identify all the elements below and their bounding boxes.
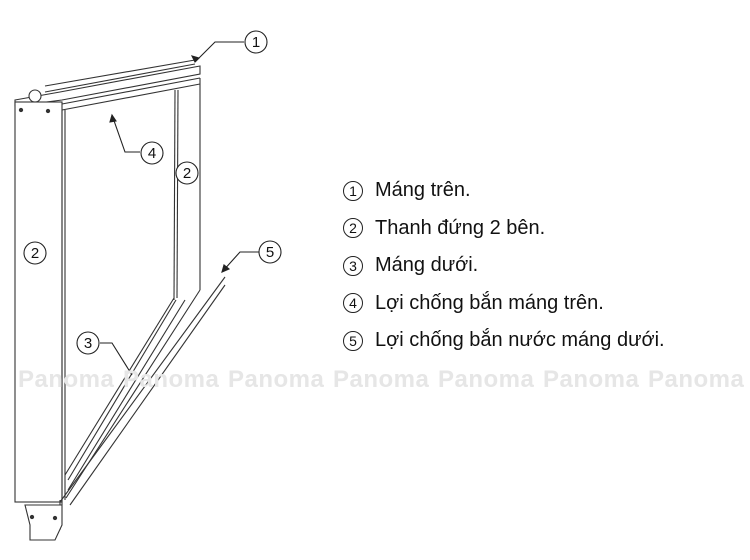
callouts	[23, 30, 282, 355]
legend-label: Lợi chống bắn máng trên.	[375, 291, 604, 314]
callout-label: 2	[183, 165, 191, 182]
callout-5	[258, 240, 282, 264]
callout-label: 1	[252, 34, 260, 51]
legend-label: Lợi chống bắn nước máng dưới.	[375, 329, 665, 352]
legend-item: 2 Thanh đứng 2 bên.	[343, 210, 665, 248]
callout-2	[23, 241, 47, 265]
legend-label: Thanh đứng 2 bên.	[375, 216, 546, 239]
legend-number: 1	[343, 180, 363, 201]
legend-item: 5 Lợi chống bắn nước máng dưới.	[343, 322, 665, 360]
callout-3	[76, 331, 100, 355]
legend-number: 3	[343, 255, 363, 276]
callout-2	[175, 161, 199, 185]
right-post	[173, 78, 201, 301]
callout-label: 2	[31, 245, 39, 262]
legend-number: 4	[343, 293, 363, 314]
bottom-gutter	[24, 276, 226, 541]
callout-1	[244, 30, 268, 54]
callout-label: 3	[84, 335, 92, 352]
legend-number: 2	[343, 218, 363, 239]
legend-item: 4 Lợi chống bắn máng trên.	[343, 285, 665, 323]
legend: 1 Máng trên. 2 Thanh đứng 2 bên. 3 Máng dướ…	[343, 172, 665, 360]
legend-item: 3 Máng dưới.	[343, 247, 665, 285]
left-post	[14, 101, 66, 505]
legend-item: 1 Máng trên.	[343, 172, 665, 210]
callout-label: 4	[148, 145, 156, 162]
legend-label: Máng trên.	[375, 179, 471, 202]
leader-lines	[100, 41, 259, 376]
top-gutter	[14, 59, 201, 111]
legend-label: Máng dưới.	[375, 254, 479, 277]
legend-number: 5	[343, 330, 363, 351]
callout-4	[140, 141, 164, 165]
callout-label: 5	[266, 244, 274, 261]
